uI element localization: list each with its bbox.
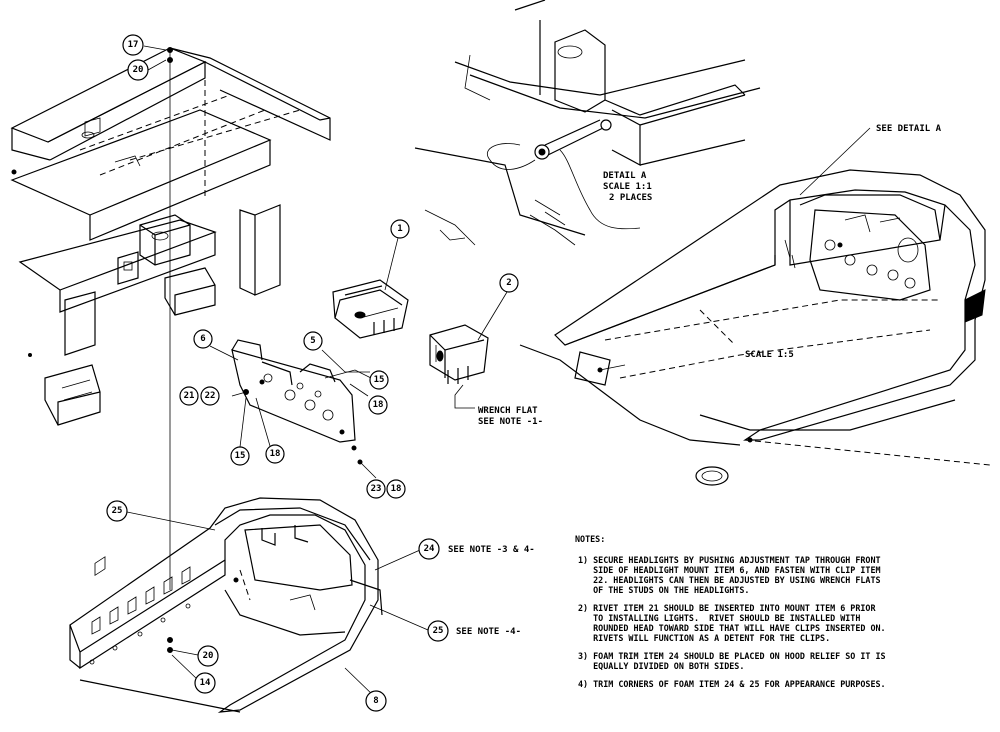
- hood-assembly-main: [519, 169, 991, 486]
- see-note-1-label: SEE NOTE -1-: [478, 417, 543, 427]
- notes-heading: NOTES:: [575, 534, 605, 544]
- note-1-line-2: SIDE OF HEADLIGHT MOUNT ITEM 6, AND FAST…: [578, 565, 881, 575]
- svg-text:6: 6: [200, 334, 205, 344]
- detail-a-title: DETAIL A: [603, 171, 647, 181]
- svg-text:20: 20: [133, 65, 144, 75]
- note-1-line-4: OF THE STUDS ON THE HEADLIGHTS.: [578, 585, 749, 595]
- frame-assembly: [10, 47, 331, 426]
- svg-text:15: 15: [235, 451, 246, 461]
- svg-text:23: 23: [371, 484, 382, 494]
- svg-text:24: 24: [424, 544, 435, 554]
- callout-14[interactable]: 14: [194, 672, 216, 694]
- svg-text:14: 14: [200, 678, 211, 688]
- svg-text:8: 8: [373, 696, 378, 706]
- svg-text:25: 25: [433, 626, 444, 636]
- note-3-line-2: EQUALLY DIVIDED ON BOTH SIDES.: [578, 661, 744, 671]
- callout-8[interactable]: 8: [365, 690, 387, 712]
- callout-18-right[interactable]: 18: [368, 395, 388, 415]
- note-1-line-3: 22. HEADLIGHTS CAN THEN BE ADJUSTED BY U…: [578, 575, 881, 585]
- svg-text:21: 21: [184, 391, 195, 401]
- callout-23[interactable]: 23: [366, 479, 386, 499]
- svg-text:1: 1: [397, 224, 402, 234]
- callout-2[interactable]: 2: [499, 273, 519, 293]
- callout-15-left[interactable]: 15: [230, 446, 250, 466]
- svg-text:2: 2: [506, 278, 511, 288]
- wrench-flat-label: WRENCH FLAT: [478, 406, 538, 416]
- svg-text:15: 15: [374, 375, 385, 385]
- callout-18-bottom[interactable]: 18: [386, 479, 406, 499]
- annotation-labels: SEE DETAIL A DETAIL A SCALE 1:1 2 PLACES…: [448, 124, 942, 637]
- note-2-line-1: 2) RIVET ITEM 21 SHOULD BE INSERTED INTO…: [578, 603, 876, 613]
- headlight-mount: [231, 339, 376, 465]
- headlight-1: [332, 279, 409, 339]
- callout-15-right[interactable]: 15: [369, 370, 389, 390]
- svg-text:20: 20: [203, 651, 214, 661]
- callout-1[interactable]: 1: [390, 219, 410, 239]
- callout-5[interactable]: 5: [303, 331, 323, 351]
- callout-24[interactable]: 24: [418, 538, 440, 560]
- svg-text:25: 25: [112, 506, 123, 516]
- callout-21[interactable]: 21: [179, 386, 199, 406]
- callout-bubbles: 17 20 1 2 6 5 15 21 22 18 15 18 23 18 25…: [106, 34, 519, 712]
- svg-text:18: 18: [373, 400, 384, 410]
- svg-text:22: 22: [205, 391, 216, 401]
- note-4-line-1: 4) TRIM CORNERS OF FOAM ITEM 24 & 25 FOR…: [578, 679, 886, 689]
- note-2-line-2: TO INSTALLING LIGHTS. RIVET SHOULD BE IN…: [578, 613, 860, 623]
- svg-text:5: 5: [310, 336, 315, 346]
- note-2-line-3: ROUNDED HEAD TOWARD SIDE THAT WILL HAVE …: [578, 623, 886, 633]
- callout-20-top[interactable]: 20: [127, 59, 149, 81]
- callout-22[interactable]: 22: [200, 386, 220, 406]
- scale-label: SCALE 1:5: [745, 350, 794, 360]
- see-note-3-4-label: SEE NOTE -3 & 4-: [448, 545, 535, 555]
- callout-25-right[interactable]: 25: [427, 620, 449, 642]
- svg-text:17: 17: [128, 40, 139, 50]
- svg-text:18: 18: [270, 449, 281, 459]
- svg-text:18: 18: [391, 484, 402, 494]
- note-3-line-1: 3) FOAM TRIM ITEM 24 SHOULD BE PLACED ON…: [578, 651, 886, 661]
- notes-block: NOTES: 1) SECURE HEADLIGHTS BY PUSHING A…: [575, 534, 886, 689]
- see-note-4-label: SEE NOTE -4-: [456, 627, 521, 637]
- callout-25-left[interactable]: 25: [106, 500, 128, 522]
- leader-lines: [126, 45, 871, 699]
- note-1-line-1: 1) SECURE HEADLIGHTS BY PUSHING ADJUSTME…: [578, 555, 881, 565]
- detail-a-places: 2 PLACES: [609, 193, 652, 203]
- headlight-2: [429, 324, 489, 384]
- callout-6[interactable]: 6: [193, 329, 213, 349]
- callout-18-left[interactable]: 18: [265, 444, 285, 464]
- callout-17[interactable]: 17: [122, 34, 144, 56]
- see-detail-a-label: SEE DETAIL A: [876, 124, 942, 134]
- hood-assembly-lower: [69, 497, 383, 713]
- detail-a-scale: SCALE 1:1: [603, 182, 652, 192]
- callout-20-bottom[interactable]: 20: [197, 645, 219, 667]
- note-2-line-4: RIVETS WILL FUNCTION AS A DETENT FOR THE…: [578, 633, 830, 643]
- detail-a-view: [414, 0, 761, 246]
